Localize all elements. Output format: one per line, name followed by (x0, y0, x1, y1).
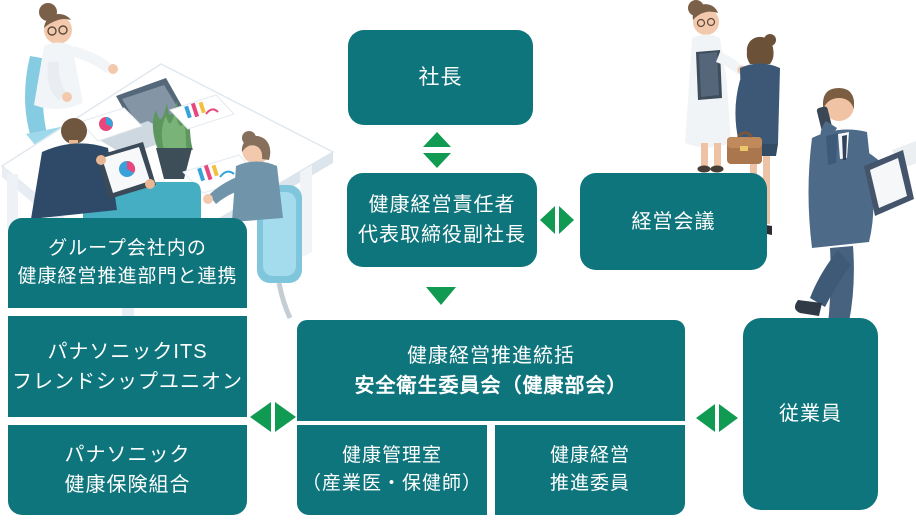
node-health-insurance: パナソニック 健康保険組合 (8, 425, 247, 515)
meeting-illustration (0, 3, 335, 323)
node-employees-label: 従業員 (779, 403, 842, 425)
node-promotion-head-line2: 安全衛生委員会（健康部会） (354, 374, 628, 397)
node-promotion-head: 健康経営推進統括 安全衛生委員会（健康部会） (297, 320, 685, 421)
necktie-icon (842, 135, 847, 160)
node-promotion-head-line1: 健康経営推進統括 (407, 344, 575, 367)
node-union-line1: パナソニックITS (47, 340, 208, 363)
seated-person-illustration (203, 131, 302, 320)
walking-man-illustration (794, 88, 916, 333)
node-employees: 従業員 (743, 318, 878, 510)
node-health-insurance-line1: パナソニック (64, 444, 191, 466)
standing-woman-illustration (685, 0, 747, 173)
plant-icon (152, 101, 193, 179)
node-management-meeting: 経営会議 (580, 173, 767, 270)
node-health-insurance-line2: 健康保険組合 (64, 474, 191, 496)
node-union: パナソニックITS フレンドシップユニオン (8, 316, 247, 417)
node-group-liaison-line1: グループ会社内の (48, 237, 207, 259)
node-president-label: 社長 (418, 65, 463, 89)
node-health-office-line1: 健康管理室 (341, 444, 442, 466)
node-group-liaison: グループ会社内の 健康経営推進部門と連携 (8, 218, 247, 308)
left-right-arrow-icon (250, 402, 296, 432)
node-president: 社長 (348, 30, 533, 125)
node-health-office-line2: （産業医・保健師） (301, 473, 482, 494)
down-arrow-icon (426, 287, 456, 305)
node-promotion-committee-line2: 推進委員 (549, 473, 630, 494)
seated-man-illustration (31, 118, 201, 241)
node-health-office: 健康管理室 （産業医・保健師） (297, 425, 487, 515)
glasses-icon (47, 26, 57, 36)
left-right-arrow-icon (696, 404, 738, 432)
seated-woman-illustration (34, 3, 118, 110)
left-right-arrow-icon (540, 206, 574, 234)
briefcase-icon (727, 131, 762, 164)
chart-paper-icon (169, 94, 235, 130)
node-officer-line2: 代表取締役副社長 (358, 224, 526, 246)
up-down-arrow-icon (423, 132, 451, 168)
node-health-management-officer: 健康経営責任者 代表取締役副社長 (347, 173, 537, 267)
node-officer-line1: 健康経営責任者 (368, 194, 516, 216)
standing-businesspeople-illustration (685, 0, 916, 333)
chart-paper-icon (79, 107, 143, 142)
node-group-liaison-line2: 健康経営推進部門と連携 (17, 266, 238, 287)
node-promotion-committee: 健康経営 推進委員 (495, 425, 685, 515)
node-promotion-committee-line1: 健康経営 (549, 444, 630, 466)
glasses-icon (696, 18, 706, 28)
node-union-line2: フレンドシップユニオン (12, 370, 243, 393)
node-management-meeting-label: 経営会議 (631, 210, 716, 233)
